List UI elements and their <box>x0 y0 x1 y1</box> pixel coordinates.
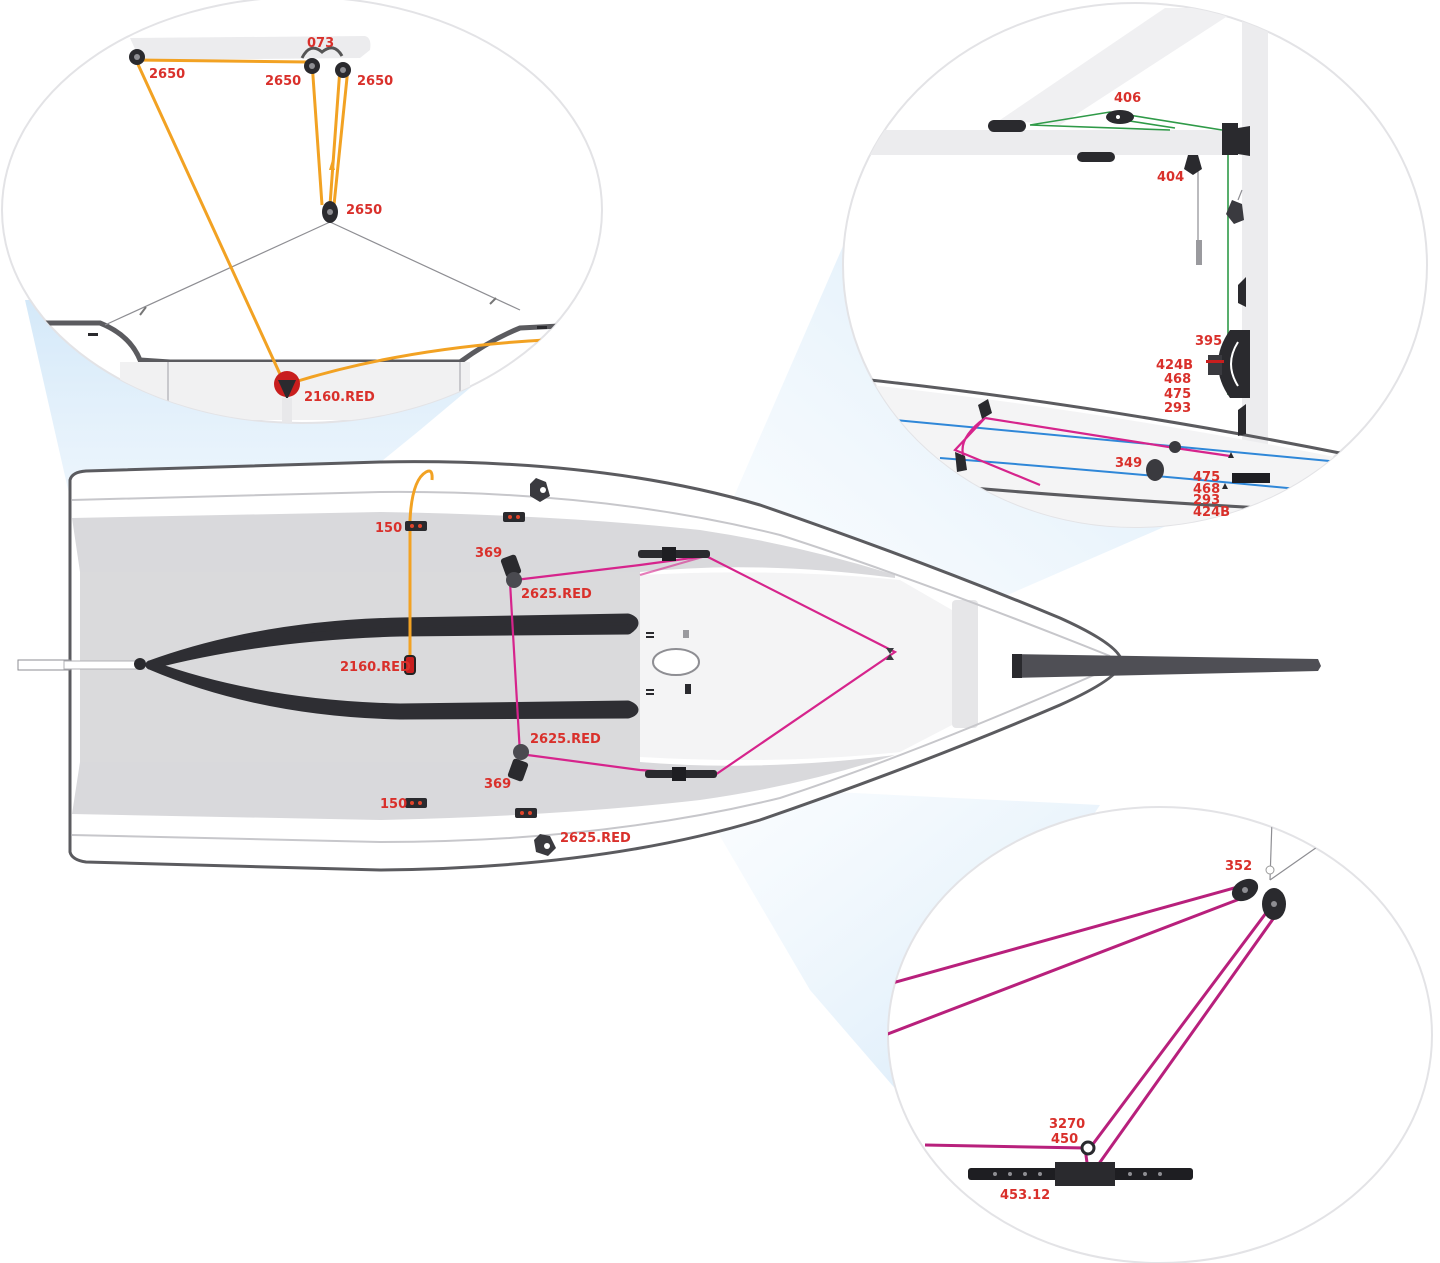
label-453-12: 453.12 <box>1000 1188 1050 1203</box>
label-2650-c: 2650 <box>357 74 393 89</box>
cleat-369-top <box>500 554 522 588</box>
label-stack-upper-0: 424B <box>1156 358 1193 373</box>
block-2650-boom-aft <box>129 49 145 65</box>
gunwale-line-bottom <box>71 667 1111 844</box>
label-349: 349 <box>1115 456 1142 471</box>
detail-bow-magnifier <box>887 806 1433 1263</box>
label-150-top: 150 <box>375 521 402 536</box>
label-2650-a: 2650 <box>149 67 185 82</box>
block-404 <box>1184 155 1202 175</box>
label-3270: 3270 <box>1049 1117 1085 1132</box>
detail-vang-magnifier <box>1 0 603 424</box>
label-2625-bottom: 2625.RED <box>560 831 631 846</box>
label-450: 450 <box>1051 1132 1078 1147</box>
label-stack-upper-1: 468 <box>1164 372 1191 387</box>
mast-step <box>952 600 978 728</box>
label-073: 073 <box>307 36 334 51</box>
mast <box>1242 10 1268 480</box>
label-stack-upper-3: 293 <box>1164 401 1191 416</box>
label-404: 404 <box>1157 170 1184 185</box>
hull-side <box>869 378 1351 457</box>
label-2650-b: 2650 <box>265 74 301 89</box>
block-3270 <box>1080 1140 1096 1156</box>
fairlead-2625-top <box>530 478 550 502</box>
block-2650-lower <box>322 201 338 223</box>
block-2650-boom-b <box>335 62 351 78</box>
rudder-pintle <box>17 659 71 671</box>
track-top <box>638 547 710 561</box>
label-150-bottom: 150 <box>380 797 407 812</box>
label-2650-d: 2650 <box>346 203 382 218</box>
cleat-2160-hull <box>404 655 416 675</box>
label-2160-hull: 2160.RED <box>340 660 411 675</box>
mast-block <box>1226 200 1244 224</box>
label-369-bottom: 369 <box>484 777 511 792</box>
boom <box>130 36 371 60</box>
label-352: 352 <box>1225 859 1252 874</box>
label-stack-lower-2: 293 <box>1193 493 1220 508</box>
label-2625-top: 2625.RED <box>521 587 592 602</box>
label-stack-lower-0: 475 <box>1193 470 1220 485</box>
label-stack-upper-2: 475 <box>1164 387 1191 402</box>
fitting-150-bottom <box>405 798 427 808</box>
label-406: 406 <box>1114 91 1141 106</box>
waterline-2 <box>939 457 1331 493</box>
cleat-2160-detail <box>274 371 300 423</box>
label-395: 395 <box>1195 334 1222 349</box>
label-2160-detail: 2160.RED <box>304 390 375 405</box>
spinnaker-lines-bow <box>888 883 1285 1171</box>
foredeck-hatch <box>652 648 700 676</box>
label-2625-mid: 2625.RED <box>530 732 601 747</box>
fitting-150-top <box>405 521 427 531</box>
fairlead-2625-bottom <box>534 834 556 856</box>
label-369-top: 369 <box>475 546 502 561</box>
fitting-deck-top <box>503 512 525 522</box>
block-073 <box>300 46 344 59</box>
track-bottom <box>645 767 717 781</box>
boom-detail <box>870 130 1250 155</box>
waterline-1 <box>894 419 1341 463</box>
foredeck <box>640 572 952 761</box>
cleat-395 <box>1218 330 1250 398</box>
spinnaker-sheet-lines <box>508 554 898 777</box>
fitting-deck-bottom <box>515 808 537 818</box>
cockpit-floor <box>80 572 640 762</box>
block-352 <box>1231 865 1286 920</box>
hiking-strap-bottom <box>145 660 639 720</box>
label-stack-lower-3: 424B <box>1193 505 1230 520</box>
gunwale-line-top <box>71 490 1111 657</box>
block-2650-boom-a <box>304 58 320 74</box>
cunningham-line <box>1029 111 1229 395</box>
hull-top-view <box>17 460 1321 872</box>
cleat-369-bottom <box>507 744 529 782</box>
block-349 <box>1146 459 1164 481</box>
vang-tackle <box>134 58 546 387</box>
vang-control-line <box>408 469 434 675</box>
label-stack-lower-1: 468 <box>1193 482 1220 497</box>
bowsprit <box>1012 654 1321 678</box>
